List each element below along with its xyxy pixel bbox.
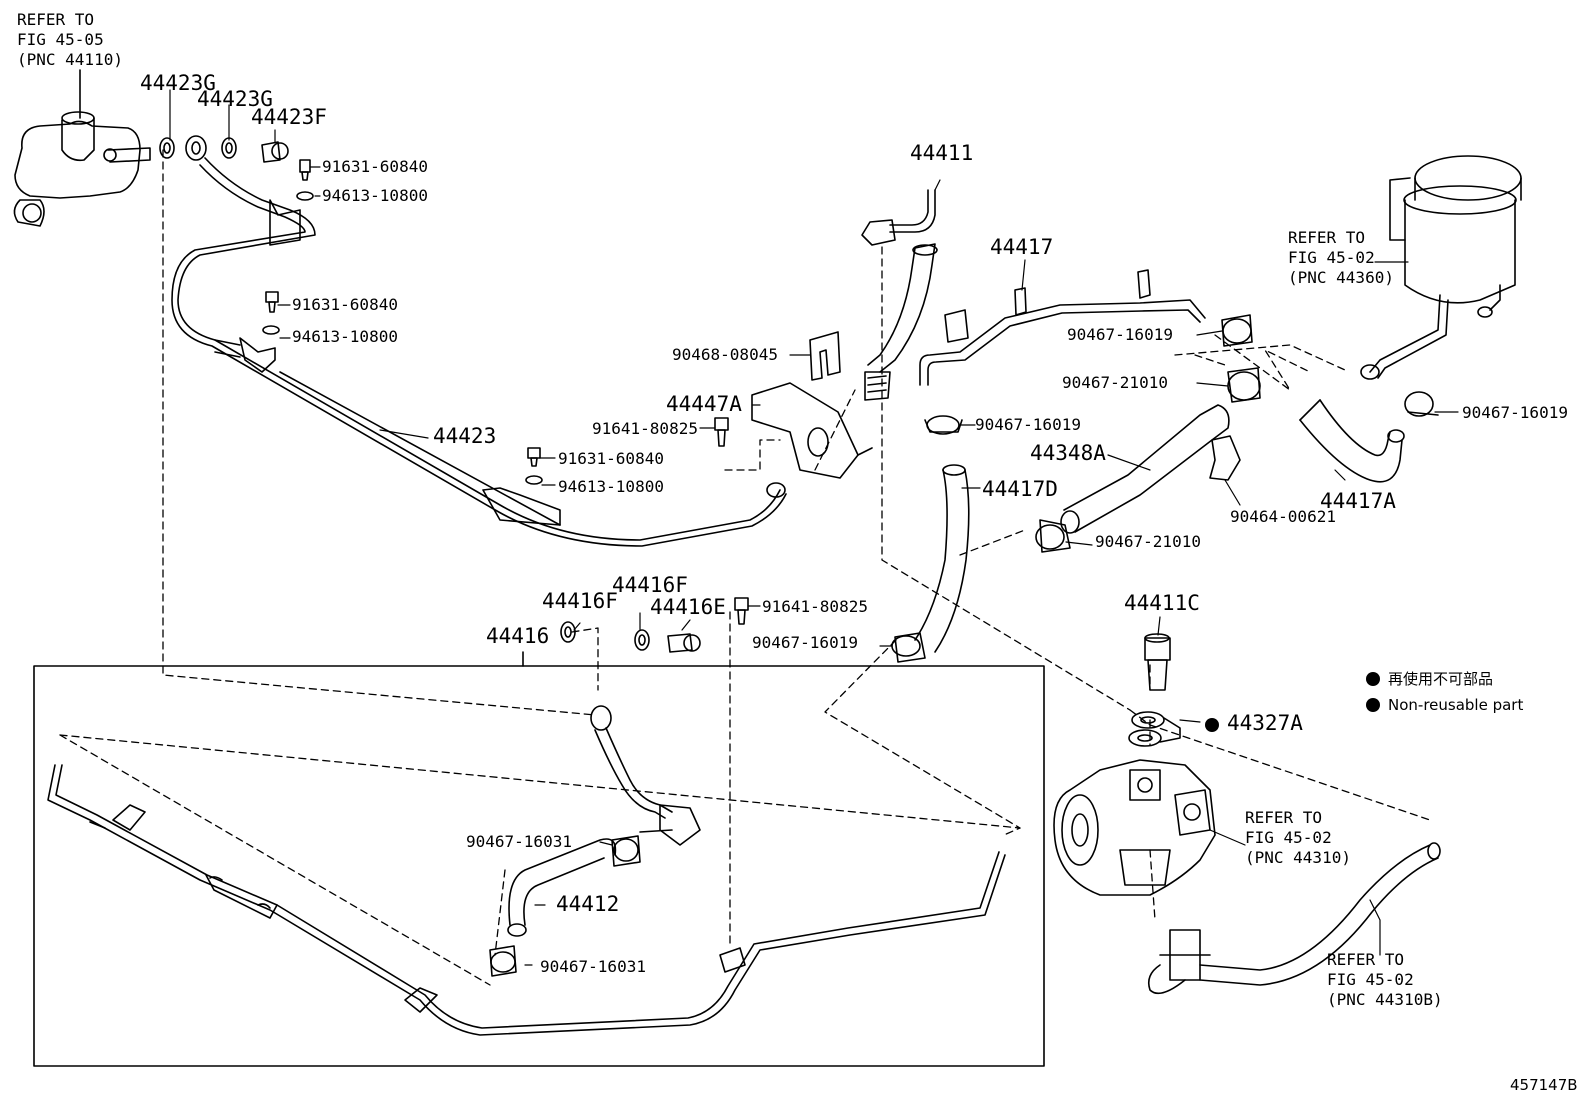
hose-44412	[489, 835, 641, 977]
part-label-90467-16019-b[interactable]: 90467-16019	[975, 415, 1081, 434]
part-label-44327A-text: 44327A	[1227, 711, 1303, 735]
part-label-90467-16031-a[interactable]: 90467-16031	[466, 832, 572, 851]
part-label-94613-10800-c[interactable]: 94613-10800	[558, 477, 664, 496]
bracket-44447A	[751, 382, 873, 479]
dashed-guide-lines	[59, 149, 1431, 986]
part-label-94613-10800-a[interactable]: 94613-10800	[322, 186, 428, 205]
part-label-44423G-b[interactable]: 44423G	[197, 87, 273, 111]
gasket-44327A	[1128, 711, 1181, 747]
legend-japanese: 再使用不可部品	[1366, 670, 1493, 688]
part-label-91631-60840-c[interactable]: 91631-60840	[558, 449, 664, 468]
clip-90468	[809, 331, 841, 381]
hose-44348A	[1060, 404, 1230, 534]
legend-dot	[1366, 698, 1380, 712]
top-left-pump	[13, 69, 151, 227]
hose-44417D	[914, 464, 970, 653]
part-label-94613-10800-b[interactable]: 94613-10800	[292, 327, 398, 346]
pipe-44417	[919, 269, 1206, 386]
part-label-90464-00621[interactable]: 90464-00621	[1230, 507, 1336, 526]
non-reusable-marker	[1205, 718, 1219, 732]
part-label-90467-21010-b[interactable]: 90467-21010	[1095, 532, 1201, 551]
part-label-44423[interactable]: 44423	[433, 424, 497, 448]
ref-note-pump-hose: REFER TO FIG 45-02 (PNC 44310B)	[1327, 950, 1443, 1009]
hose-44411	[861, 189, 938, 401]
part-label-44411C[interactable]: 44411C	[1124, 591, 1200, 615]
legend-dot	[1366, 672, 1380, 686]
part-label-44416F-a[interactable]: 44416F	[542, 589, 618, 613]
ref-note-reservoir: REFER TO FIG 45-02 (PNC 44360)	[1288, 228, 1394, 287]
fitting-44411C	[1144, 633, 1171, 691]
diagram-id: 457147B	[1510, 1076, 1578, 1094]
steering-pump	[1053, 759, 1216, 896]
part-label-44417D[interactable]: 44417D	[982, 477, 1058, 501]
assembly-box-44416	[33, 665, 1045, 1067]
part-label-91641-80825-a[interactable]: 91641-80825	[592, 419, 698, 438]
part-label-44417[interactable]: 44417	[990, 235, 1054, 259]
legend-english: Non-reusable part	[1366, 696, 1523, 714]
pipe-assembly-44416	[47, 764, 1006, 1036]
part-label-44417A[interactable]: 44417A	[1320, 489, 1396, 513]
part-label-90467-16019-a[interactable]: 90467-16019	[1067, 325, 1173, 344]
part-label-44416[interactable]: 44416	[486, 624, 550, 648]
part-label-44327A[interactable]: 44327A	[1205, 712, 1303, 735]
pipe-44416-upper	[590, 705, 701, 846]
part-label-44412[interactable]: 44412	[556, 892, 620, 916]
part-label-90467-16031-b[interactable]: 90467-16031	[540, 957, 646, 976]
part-label-91641-80825-b[interactable]: 91641-80825	[762, 597, 868, 616]
part-label-90468-08045[interactable]: 90468-08045	[672, 345, 778, 364]
ref-note-pump: REFER TO FIG 45-02 (PNC 44310)	[1245, 808, 1351, 867]
leader-lines	[79, 69, 1459, 966]
tube-44423	[171, 157, 787, 547]
part-label-44348A[interactable]: 44348A	[1030, 441, 1106, 465]
part-label-44416F-b[interactable]: 44416F	[612, 573, 688, 597]
part-label-44411[interactable]: 44411	[910, 141, 974, 165]
part-label-91631-60840-a[interactable]: 91631-60840	[322, 157, 428, 176]
fittings-44416	[560, 597, 749, 653]
legend-english-text: Non-reusable part	[1388, 696, 1524, 714]
part-label-44447A[interactable]: 44447A	[666, 392, 742, 416]
reservoir-tank	[1360, 155, 1522, 380]
part-label-44416E[interactable]: 44416E	[650, 595, 726, 619]
legend-japanese-text: 再使用不可部品	[1388, 670, 1494, 688]
pump-hose	[1147, 842, 1441, 995]
hose-44417A	[1299, 399, 1405, 483]
mid-left-fasteners	[262, 291, 729, 485]
part-label-91631-60840-b[interactable]: 91631-60840	[292, 295, 398, 314]
part-label-44423F[interactable]: 44423F	[251, 105, 327, 129]
ref-note-top-left: REFER TO FIG 45-05 (PNC 44110)	[17, 10, 123, 69]
part-label-90467-16019-c[interactable]: 90467-16019	[1462, 403, 1568, 422]
top-fittings	[159, 135, 314, 201]
part-label-90467-16019-d[interactable]: 90467-16019	[752, 633, 858, 652]
part-label-44423G-a[interactable]: 44423G	[140, 71, 216, 95]
part-label-90467-21010-a[interactable]: 90467-21010	[1062, 373, 1168, 392]
